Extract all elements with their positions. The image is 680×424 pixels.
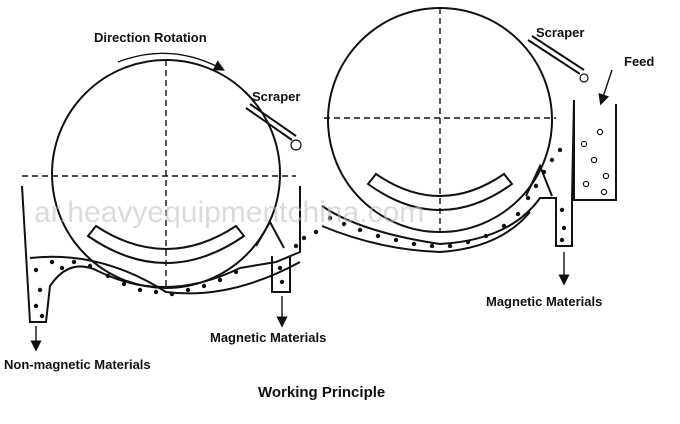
left-tank-wall (21, 185, 301, 323)
label-magnetic-materials-right: Magnetic Materials (486, 294, 602, 309)
left-splitter (255, 219, 285, 249)
left-tank-floor (29, 255, 301, 295)
label-scraper-right: Scraper (536, 25, 584, 40)
right-magnet-block (366, 172, 514, 211)
right-separator (321, 7, 617, 286)
rotation-arrow-icon (117, 52, 225, 71)
diagram-title: Working Principle (258, 384, 385, 401)
left-particles (33, 229, 319, 319)
right-tank-wall (321, 99, 575, 247)
watermark-text: ar.heavyequipmentchina.com (34, 196, 424, 229)
label-scraper-left: Scraper (252, 89, 300, 104)
left-magnet-block (86, 224, 246, 264)
label-feed: Feed (624, 54, 654, 69)
label-non-magnetic-materials: Non-magnetic Materials (4, 357, 151, 372)
right-scraper (527, 35, 589, 83)
right-splitter (525, 163, 553, 197)
label-direction-rotation: Direction Rotation (94, 30, 207, 45)
feed-arrow-icon (598, 69, 613, 106)
left-scraper (245, 103, 302, 151)
label-magnetic-materials-left: Magnetic Materials (210, 330, 326, 345)
right-feed-box (573, 100, 617, 201)
left-separator (21, 52, 319, 352)
right-particles (327, 128, 610, 249)
right-tank-floor (321, 211, 531, 254)
left-magnetic-chute (271, 256, 291, 293)
